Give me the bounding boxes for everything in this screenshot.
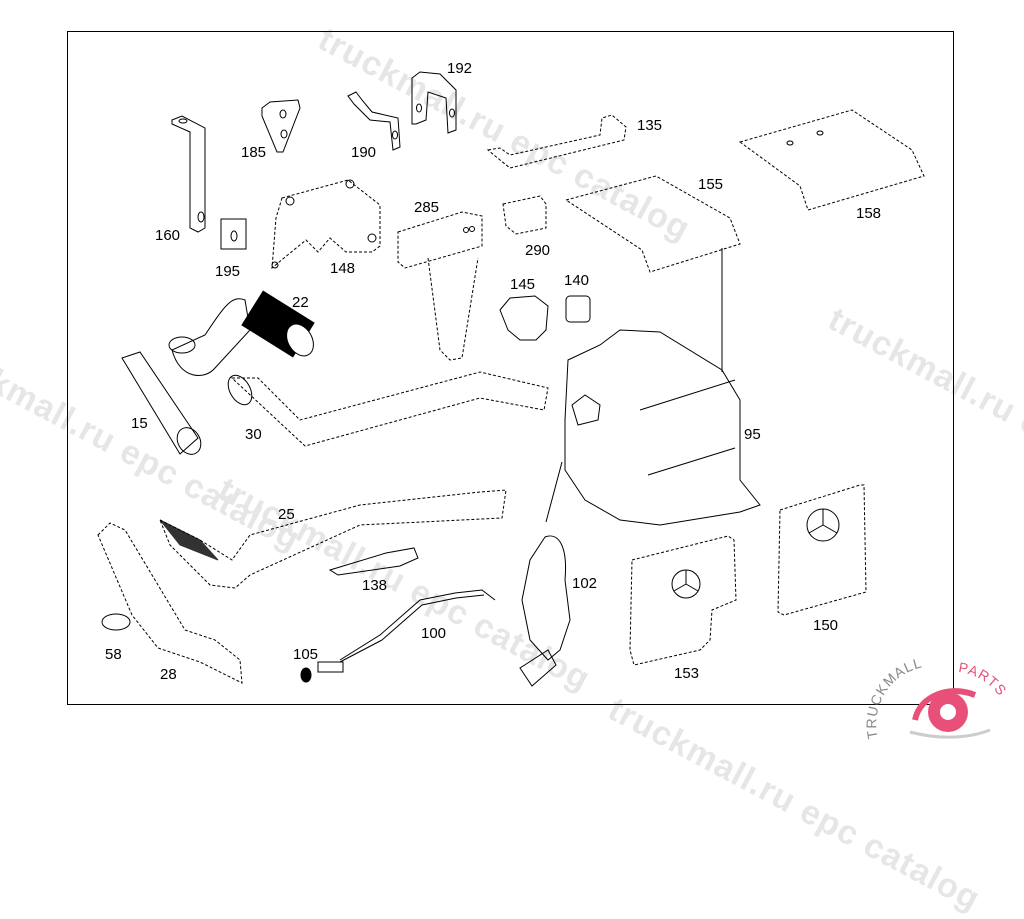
- parts-diagram: truckmall.ru epc catalog truckmall.ru ep…: [0, 20, 1024, 918]
- part-195-drawing: [220, 218, 247, 250]
- part-label-185[interactable]: 185: [241, 144, 267, 161]
- part-100-drawing: [317, 589, 496, 673]
- part-label-150[interactable]: 150: [813, 617, 839, 634]
- part-155-drawing: [564, 175, 741, 372]
- part-138-drawing: [328, 547, 419, 576]
- part-label-135[interactable]: 135: [637, 117, 663, 134]
- part-25-drawing: [159, 489, 507, 589]
- part-140-drawing: [565, 295, 591, 323]
- part-label-158[interactable]: 158: [856, 205, 882, 222]
- part-label-102[interactable]: 102: [572, 575, 598, 592]
- parts-drawing: [97, 71, 925, 687]
- part-158-drawing: [738, 109, 925, 211]
- part-label-58[interactable]: 58: [105, 646, 122, 663]
- part-label-145[interactable]: 145: [510, 276, 536, 293]
- part-label-28[interactable]: 28: [160, 666, 177, 683]
- part-145-drawing: [499, 295, 549, 341]
- part-28-drawing: [97, 522, 243, 684]
- part-58-drawing: [101, 613, 131, 631]
- part-290-drawing: [502, 195, 547, 235]
- part-label-25[interactable]: 25: [278, 506, 295, 523]
- part-label-195[interactable]: 195: [215, 263, 241, 280]
- part-105-drawing: [300, 667, 312, 683]
- part-190-drawing: [347, 91, 401, 151]
- part-label-100[interactable]: 100: [421, 625, 447, 642]
- part-192-drawing: [411, 71, 457, 134]
- part-148-drawing: [271, 179, 381, 270]
- gear-icon: [909, 688, 991, 739]
- part-153-drawing: [629, 535, 737, 666]
- part-label-285[interactable]: 285: [414, 199, 440, 216]
- part-label-160[interactable]: 160: [155, 227, 181, 244]
- part-label-22[interactable]: 22: [292, 294, 309, 311]
- logo-text-left: TRUCKMALL: [863, 654, 924, 740]
- part-label-290[interactable]: 290: [525, 242, 551, 259]
- part-285-drawing: [397, 211, 483, 361]
- part-label-138[interactable]: 138: [362, 577, 388, 594]
- part-15-drawing: [121, 351, 202, 455]
- part-label-153[interactable]: 153: [674, 665, 700, 682]
- part-label-190[interactable]: 190: [351, 144, 377, 161]
- part-label-140[interactable]: 140: [564, 272, 590, 289]
- part-label-15[interactable]: 15: [131, 415, 148, 432]
- leader-line: [545, 461, 563, 523]
- part-150-drawing: [777, 484, 867, 616]
- part-160-drawing: [171, 115, 206, 233]
- part-label-95[interactable]: 95: [744, 426, 761, 443]
- part-95-drawing: [564, 329, 761, 526]
- part-102-drawing: [519, 535, 571, 687]
- part-label-148[interactable]: 148: [330, 260, 356, 277]
- part-label-30[interactable]: 30: [245, 426, 262, 443]
- part-label-105[interactable]: 105: [293, 646, 319, 663]
- part-label-192[interactable]: 192: [447, 60, 473, 77]
- truckmall-parts-logo: TRUCKMALL PARTS: [863, 654, 1009, 740]
- part-22-drawing: [168, 290, 315, 376]
- diagram-frame: [67, 31, 954, 705]
- part-185-drawing: [261, 99, 301, 153]
- part-30-drawing: [227, 371, 549, 447]
- part-135-drawing: [486, 114, 627, 169]
- part-label-155[interactable]: 155: [698, 176, 724, 193]
